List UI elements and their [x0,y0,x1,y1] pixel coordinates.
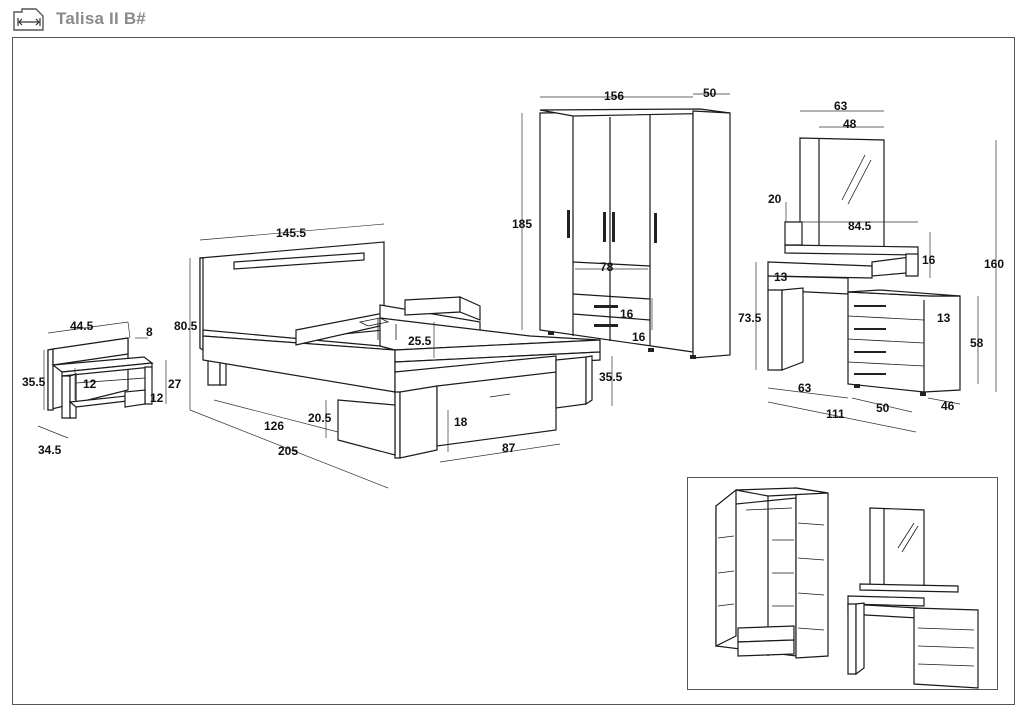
dim-bed-clearance: 20.5 [308,411,332,425]
drawing-frame [12,37,1015,705]
open-view-drawing [715,487,979,689]
dim-wardrobe-door: 78 [600,260,614,274]
dim-bed-drawer-width: 87 [502,441,516,455]
dim-bed-drawer-height: 18 [454,415,468,429]
bed [199,241,601,459]
dim-wardrobe-depth: 50 [703,86,717,100]
dim-wardrobe-drawer1: 16 [620,307,634,321]
dim-vanity-mirror: 63 [834,99,848,113]
nightstand [47,337,154,419]
dimension-labels: 44.5 8 35.5 12 27 12 34.5 145.5 80.5 25.… [22,86,1004,458]
dimension-lines [37,93,997,489]
dim-vanity-total-width: 111 [826,407,845,421]
dim-bed-length: 205 [278,444,298,458]
dim-wardrobe-height: 185 [512,217,532,231]
dim-vanity-mirror-inner: 48 [843,117,857,131]
dim-nightstand-shelf: 12 [83,377,97,391]
dim-vanity-chest-depth: 46 [941,399,955,413]
dim-vanity-shelf-offset: 20 [768,192,782,206]
dim-vanity-shelf-height: 16 [922,253,936,267]
dim-wardrobe-width: 156 [604,89,624,103]
dim-nightstand-width: 44.5 [70,319,94,333]
wardrobe [539,108,731,359]
dim-bed-inner: 126 [264,419,284,433]
dim-bed-width: 145.5 [276,226,306,240]
dim-vanity-drawer: 13 [774,270,788,284]
dim-nightstand-depth: 34.5 [38,443,62,457]
dim-wardrobe-drawer2: 16 [632,330,646,344]
dim-bed-side: 35.5 [599,370,623,384]
dim-vanity-shelf-width: 84.5 [848,219,872,233]
dim-vanity-chest-width: 50 [876,401,890,415]
open-view-inset [687,477,998,690]
dim-nightstand-height: 35.5 [22,375,46,389]
dim-nightstand-leg: 12 [150,391,164,405]
dim-bed-headboard: 80.5 [174,319,198,333]
dim-vanity-desk-left: 63 [798,381,812,395]
page-title: Talisa II B# [56,9,146,28]
dim-bed-footboard: 25.5 [408,334,432,348]
vanity [767,137,961,396]
dim-nightstand-top: 8 [146,325,153,339]
width-arrows-icon [13,8,44,31]
dim-nightstand-side: 27 [168,377,182,391]
dim-vanity-total-height: 160 [984,257,1004,271]
header-bar: Talisa II B# [0,0,1020,38]
dim-vanity-desk-height: 73.5 [738,311,762,325]
dim-vanity-chest-height: 58 [970,336,984,350]
dim-vanity-drawer-right: 13 [937,311,951,325]
